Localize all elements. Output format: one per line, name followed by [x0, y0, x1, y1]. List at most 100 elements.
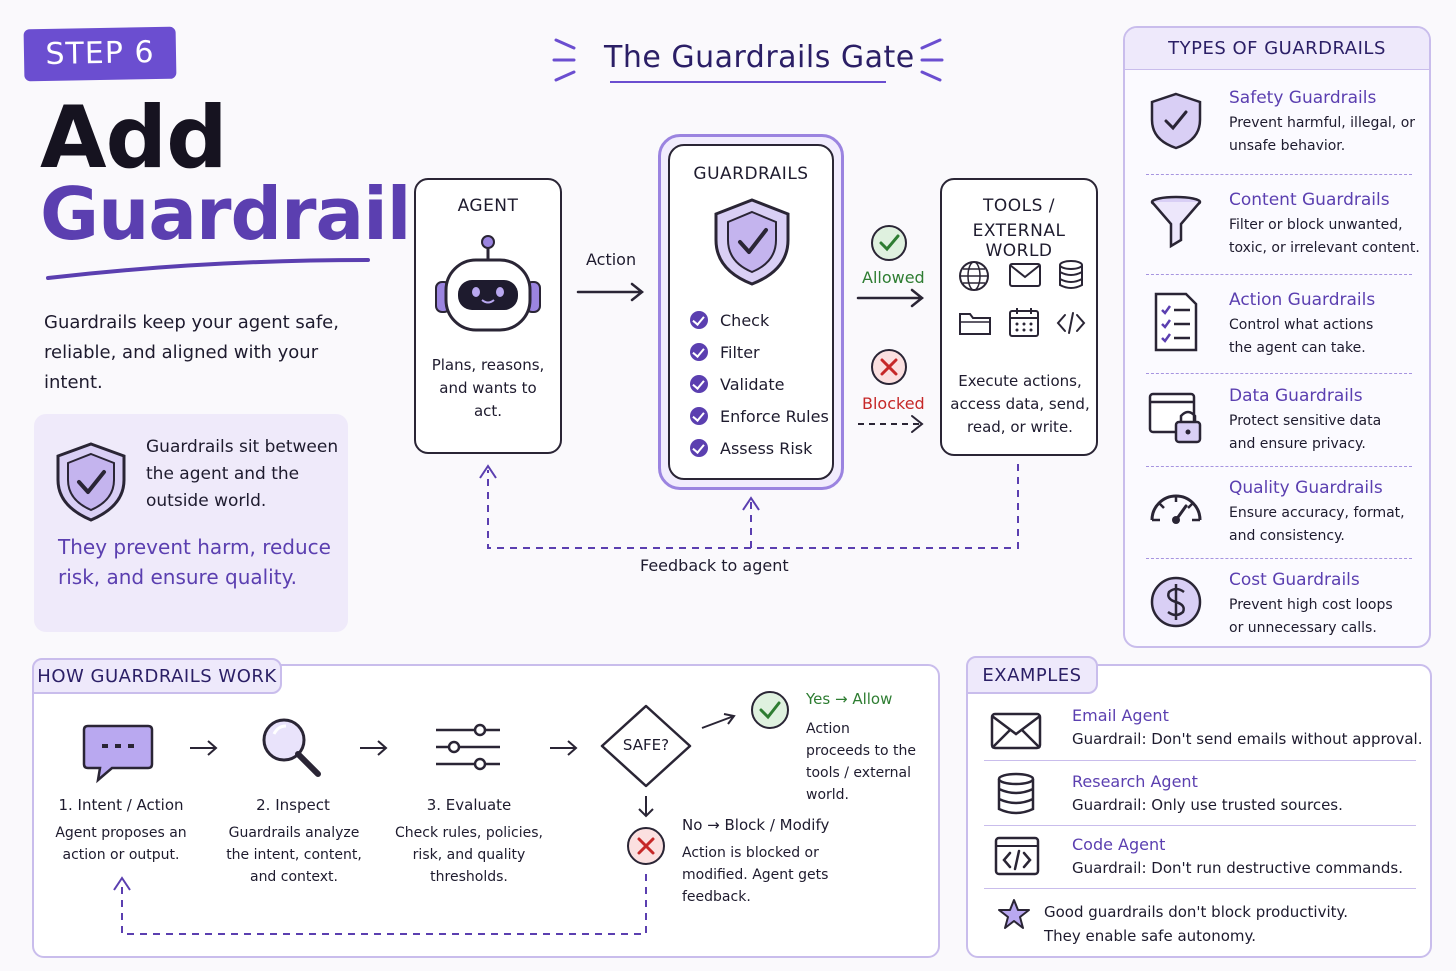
example-rule: Don't run destructive commands.	[1151, 859, 1403, 877]
sliders-icon	[436, 723, 500, 771]
type-item-action: Action Guardrails Control what actions t…	[1140, 290, 1420, 370]
divider	[1146, 558, 1412, 559]
type-title: Safety Guardrails	[1229, 88, 1377, 108]
page-title-line1: Add	[40, 88, 228, 188]
action-arrow	[576, 282, 645, 302]
dollar-icon	[1150, 576, 1202, 628]
type-title: Data Guardrails	[1229, 386, 1363, 406]
examples-heading: EXAMPLES	[966, 656, 1098, 694]
divider	[1146, 274, 1412, 275]
envelope-icon	[1009, 263, 1041, 287]
feedback-loop	[113, 874, 647, 935]
example-rule-line: Guardrail: Only use trusted sources.	[1072, 796, 1343, 814]
how-step-title: 1. Intent / Action	[58, 796, 184, 814]
decision-label: SAFE?	[622, 736, 670, 754]
allowed-label: Allowed	[862, 268, 925, 287]
check-item: Enforce Rules	[690, 400, 829, 432]
decision-diamond	[600, 704, 692, 788]
type-item-quality: Quality Guardrails Ensure accuracy, form…	[1140, 478, 1420, 558]
type-item-cost: Cost Guardrails Prevent high cost loops …	[1140, 570, 1420, 650]
no-title: No → Block / Modify	[682, 816, 830, 834]
gate-title: The Guardrails Gate	[604, 40, 915, 75]
agent-desc: Plans, reasons, and wants to act.	[431, 356, 545, 420]
allowed-check-icon	[751, 691, 789, 729]
check-item-label: Assess Risk	[720, 438, 813, 458]
type-desc: Ensure accuracy, format, and consistency…	[1229, 505, 1405, 544]
type-desc: Filter or block unwanted, toxic, or irre…	[1229, 217, 1420, 256]
intro-text: Guardrails keep your agent safe, reliabl…	[44, 312, 339, 393]
divider	[984, 888, 1416, 889]
no-desc: Action is blocked or modified. Agent get…	[682, 845, 829, 905]
calendar-icon	[1009, 308, 1039, 337]
type-item-data: Data Guardrails Protect sensitive data a…	[1140, 386, 1420, 466]
chat-bubble-icon	[82, 724, 154, 784]
type-title: Quality Guardrails	[1229, 478, 1383, 498]
check-circle-icon	[690, 343, 708, 361]
example-rule-label: Guardrail:	[1072, 796, 1147, 814]
example-rule-line: Guardrail: Don't send emails without app…	[1072, 730, 1423, 748]
check-item-label: Filter	[720, 342, 760, 362]
allowed-check-icon	[871, 225, 907, 261]
examples-panel	[966, 664, 1432, 958]
shield-check-icon	[1150, 92, 1202, 150]
check-circle-icon	[690, 439, 708, 457]
action-label: Action	[586, 250, 637, 269]
tools-label-line1: TOOLS /	[982, 196, 1056, 216]
check-circle-icon	[690, 375, 708, 393]
divider	[984, 825, 1416, 826]
yes-title: Yes → Allow	[806, 690, 893, 708]
divider	[1146, 466, 1412, 467]
example-title: Research Agent	[1072, 772, 1198, 791]
blocked-x-icon	[871, 349, 907, 385]
type-desc: Control what actions the agent can take.	[1229, 317, 1374, 356]
agent-label: AGENT	[457, 196, 519, 216]
how-step-desc: Check rules, policies, risk, and quality…	[394, 825, 544, 885]
check-circle-icon	[690, 311, 708, 329]
example-rule: Only use trusted sources.	[1151, 796, 1343, 814]
type-title: Cost Guardrails	[1229, 570, 1360, 590]
check-item: Assess Risk	[690, 432, 829, 464]
star-icon	[998, 899, 1030, 929]
checklist-icon	[1154, 292, 1198, 352]
type-desc: Prevent harmful, illegal, or unsafe beha…	[1229, 115, 1416, 154]
example-item: Email Agent Guardrail: Don't send emails…	[1072, 706, 1423, 748]
code-window-icon	[994, 836, 1040, 876]
example-item: Code Agent Guardrail: Don't run destruct…	[1072, 835, 1403, 877]
type-desc: Protect sensitive data and ensure privac…	[1229, 413, 1382, 452]
gate-title-marks	[552, 38, 944, 83]
no-arrow	[638, 796, 654, 818]
divider	[1146, 174, 1412, 175]
example-item: Research Agent Guardrail: Only use trust…	[1072, 772, 1343, 814]
database-icon	[997, 772, 1035, 815]
how-heading: HOW GUARDRAILS WORK	[32, 658, 282, 694]
flow-arrow	[360, 740, 388, 756]
database-icon	[1059, 260, 1083, 289]
type-title: Content Guardrails	[1229, 190, 1390, 210]
types-heading: TYPES OF GUARDRAILS	[1125, 28, 1429, 70]
callout-emphasis: They prevent harm, reduce risk, and ensu…	[58, 535, 331, 589]
page-title-line2: Guardrails	[40, 172, 453, 256]
how-step-desc: Agent proposes an action or output.	[55, 825, 187, 863]
gauge-icon	[1150, 494, 1202, 524]
example-title: Code Agent	[1072, 835, 1166, 854]
type-item-content: Content Guardrails Filter or block unwan…	[1140, 190, 1420, 270]
how-step-title: 3. Evaluate	[426, 796, 512, 814]
shield-check-icon	[714, 198, 790, 286]
locked-window-icon	[1148, 392, 1202, 444]
globe-icon	[959, 261, 989, 291]
examples-footer: Good guardrails don't block productivity…	[1044, 903, 1349, 945]
feedback-label: Feedback to agent	[636, 556, 793, 575]
check-circle-icon	[690, 407, 708, 425]
guardrails-label: GUARDRAILS	[693, 164, 809, 184]
divider	[1146, 373, 1412, 374]
allowed-arrow	[856, 288, 925, 308]
type-item-safety: Safety Guardrails Prevent harmful, illeg…	[1140, 88, 1420, 168]
magnifier-icon	[262, 718, 321, 777]
robot-icon	[435, 235, 541, 332]
type-desc: Prevent high cost loops or unnecessary c…	[1229, 597, 1393, 636]
flow-arrow	[550, 740, 578, 756]
folder-icon	[959, 313, 991, 335]
how-step-title: 2. Inspect	[256, 796, 330, 814]
envelope-icon	[990, 712, 1042, 750]
check-item: Validate	[690, 368, 829, 400]
